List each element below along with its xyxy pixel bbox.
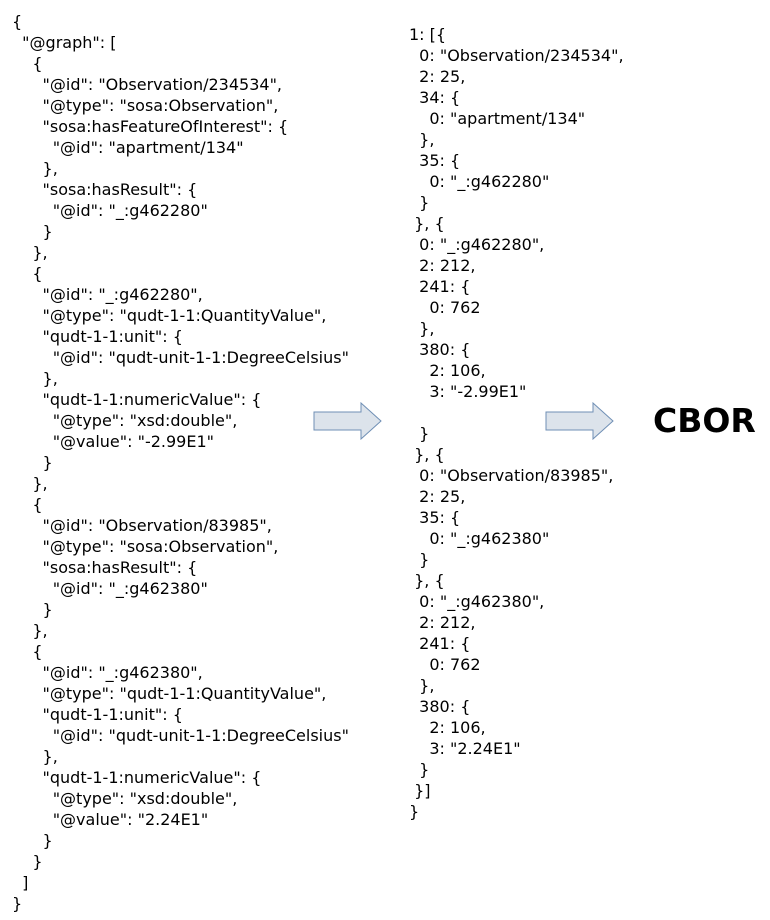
compressed-code-line: }, { — [409, 571, 445, 590]
jsonld-code-line: "sosa:hasResult": { — [12, 558, 198, 577]
compressed-code-line: 35: { — [409, 151, 461, 170]
compressed-code-line: } — [409, 193, 430, 212]
jsonld-code-line: "@type": "xsd:double", — [12, 789, 238, 808]
compressed-code-line: 1: [{ — [409, 25, 447, 44]
jsonld-code-line: } — [12, 831, 53, 850]
jsonld-code-line: } — [12, 852, 43, 871]
compressed-code-line: }, — [409, 319, 435, 338]
compressed-code-line: 380: { — [409, 340, 471, 359]
jsonld-source-code: { "@graph": [ { "@id": "Observation/2345… — [12, 11, 349, 914]
compressed-code-line: 241: { — [409, 634, 471, 653]
compressed-code-line: 2: 106, — [409, 361, 486, 380]
jsonld-code-line: { — [12, 264, 43, 283]
compressed-code-line: 3: "-2.99E1" — [409, 382, 527, 401]
compressed-code-line: 2: 25, — [409, 67, 466, 86]
jsonld-code-line: { — [12, 54, 43, 73]
jsonld-code-line: "@id": "_:g462280", — [12, 285, 203, 304]
right-arrow-icon — [545, 402, 614, 440]
jsonld-code-line: "sosa:hasResult": { — [12, 180, 198, 199]
jsonld-code-line: "@type": "xsd:double", — [12, 411, 238, 430]
jsonld-code-line: ] — [12, 873, 29, 892]
jsonld-code-line: "@type": "sosa:Observation", — [12, 537, 279, 556]
compressed-code-line: 241: { — [409, 277, 471, 296]
compressed-code-line: 380: { — [409, 697, 471, 716]
compressed-code-line: 0: "apartment/134" — [409, 109, 586, 128]
jsonld-code-line: }, — [12, 747, 58, 766]
jsonld-code-line: "@id": "qudt-unit-1-1:DegreeCelsius" — [12, 348, 349, 367]
compressed-code-line: }, — [409, 676, 435, 695]
jsonld-code-line: }, — [12, 159, 58, 178]
jsonld-code-line: "@id": "_:g462380", — [12, 663, 203, 682]
jsonld-code-line: }, — [12, 243, 48, 262]
jsonld-code-line: "@id": "Observation/83985", — [12, 516, 272, 535]
compressed-code: 1: [{ 0: "Observation/234534", 2: 25, 34… — [409, 24, 624, 822]
jsonld-code-line: "@type": "qudt-1-1:QuantityValue", — [12, 306, 327, 325]
compressed-code-line: 0: "_:g462280", — [409, 235, 545, 254]
compressed-code-line: 3: "2.24E1" — [409, 739, 521, 758]
jsonld-code-line: "qudt-1-1:unit": { — [12, 705, 183, 724]
jsonld-code-line: { — [12, 642, 43, 661]
compressed-code-line: 0: "_:g462280" — [409, 172, 550, 191]
jsonld-code-line: } — [12, 894, 23, 913]
compressed-code-line: }, — [409, 130, 435, 149]
compressed-code-line: 0: "_:g462380", — [409, 592, 545, 611]
jsonld-code-line: "qudt-1-1:numericValue": { — [12, 768, 262, 787]
jsonld-code-line: "@id": "qudt-unit-1-1:DegreeCelsius" — [12, 726, 349, 745]
compressed-code-line: }, { — [409, 214, 445, 233]
cbor-label: CBOR — [653, 401, 756, 440]
jsonld-code-line: "@id": "_:g462280" — [12, 201, 208, 220]
compressed-code-line: 0: 762 — [409, 655, 481, 674]
compressed-code-line: } — [409, 424, 430, 443]
compressed-code-line: 0: "Observation/234534", — [409, 46, 624, 65]
jsonld-code-line: "@id": "_:g462380" — [12, 579, 208, 598]
jsonld-code-line: } — [12, 222, 53, 241]
jsonld-code-line: }, — [12, 369, 58, 388]
compressed-code-line: 0: "_:g462380" — [409, 529, 550, 548]
compressed-code-line: }] — [409, 781, 431, 800]
jsonld-code-line: "@graph": [ — [12, 33, 117, 52]
compressed-code-line: } — [409, 550, 430, 569]
jsonld-code-line: }, — [12, 474, 48, 493]
compressed-code-line: 2: 106, — [409, 718, 486, 737]
compressed-code-line: 2: 25, — [409, 487, 466, 506]
jsonld-code-line: { — [12, 495, 43, 514]
jsonld-code-line: "@value": "2.24E1" — [12, 810, 209, 829]
compressed-code-line: 35: { — [409, 508, 461, 527]
jsonld-code-line: "@id": "apartment/134" — [12, 138, 244, 157]
jsonld-code-line: "@value": "-2.99E1" — [12, 432, 214, 451]
jsonld-code-line: } — [12, 453, 53, 472]
compressed-code-line: 2: 212, — [409, 613, 476, 632]
jsonld-code-line: } — [12, 600, 53, 619]
jsonld-code-line: "sosa:hasFeatureOfInterest": { — [12, 117, 289, 136]
compressed-code-line: 0: 762 — [409, 298, 481, 317]
jsonld-code-line: "qudt-1-1:unit": { — [12, 327, 183, 346]
arrow-shape — [313, 402, 382, 440]
compressed-code-line: } — [409, 760, 430, 779]
compressed-code-line: }, { — [409, 445, 445, 464]
jsonld-code-line: }, — [12, 621, 48, 640]
jsonld-code-line: "@type": "qudt-1-1:QuantityValue", — [12, 684, 327, 703]
compressed-code-line: 2: 212, — [409, 256, 476, 275]
compressed-code-line: } — [409, 802, 420, 821]
arrow-shape — [545, 402, 614, 440]
jsonld-code-line: "qudt-1-1:numericValue": { — [12, 390, 262, 409]
right-arrow-icon — [313, 402, 382, 440]
compressed-code-line: 34: { — [409, 88, 461, 107]
jsonld-code-line: "@id": "Observation/234534", — [12, 75, 283, 94]
jsonld-code-line: "@type": "sosa:Observation", — [12, 96, 279, 115]
compressed-code-line: 0: "Observation/83985", — [409, 466, 614, 485]
jsonld-code-line: { — [12, 12, 23, 31]
